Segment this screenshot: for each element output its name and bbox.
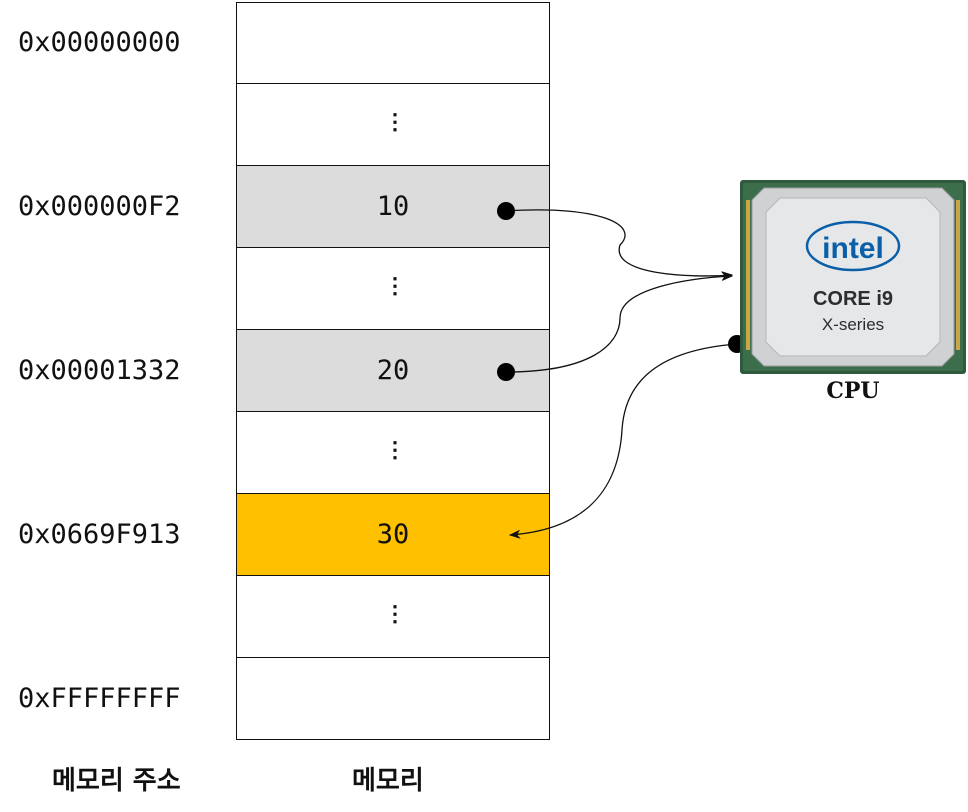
memory-cell-gap: ⋮ <box>236 576 550 658</box>
address-label-4: 0xFFFFFFFF <box>18 683 181 714</box>
memory-cell-first <box>236 2 550 84</box>
cpu-brand-logo: intel <box>822 232 884 265</box>
cpu-chip-image: intel CORE i9 X-series <box>740 180 966 374</box>
address-label-3: 0x0669F913 <box>18 519 181 550</box>
arrow-cpu-to-value-30 <box>508 343 738 539</box>
memory-value: 30 <box>376 519 410 550</box>
address-label-0: 0x00000000 <box>18 27 181 58</box>
memory-column: ⋮ 10 ⋮ 20 ⋮ 30 ⋮ <box>236 2 550 740</box>
address-label-1: 0x000000F2 <box>18 191 181 222</box>
arrow-value-10-to-cpu <box>505 209 734 281</box>
ellipsis: ⋮ <box>384 601 406 627</box>
cpu-model-line1: CORE i9 <box>813 288 893 310</box>
memory-cell-last <box>236 658 550 740</box>
cpu-model-line2: X-series <box>822 315 884 334</box>
memory-column-label: 메모리 <box>352 766 424 796</box>
memory-cell-gap: ⋮ <box>236 248 550 330</box>
memory-cell-result: 30 <box>236 494 550 576</box>
cpu-caption: CPU <box>826 378 880 404</box>
address-column-label: 메모리 주소 <box>52 766 181 796</box>
ellipsis: ⋮ <box>384 273 406 299</box>
pointer-dot <box>497 363 515 381</box>
memory-cell-gap: ⋮ <box>236 84 550 166</box>
arrow-value-20-to-cpu <box>505 271 734 373</box>
ellipsis: ⋮ <box>384 109 406 135</box>
memory-cell-value: 10 <box>236 166 550 248</box>
memory-value: 20 <box>376 355 410 386</box>
ellipsis: ⋮ <box>384 437 406 463</box>
address-label-2: 0x00001332 <box>18 355 181 386</box>
pointer-dot <box>497 202 515 220</box>
memory-value: 10 <box>376 191 410 222</box>
memory-cell-gap: ⋮ <box>236 412 550 494</box>
